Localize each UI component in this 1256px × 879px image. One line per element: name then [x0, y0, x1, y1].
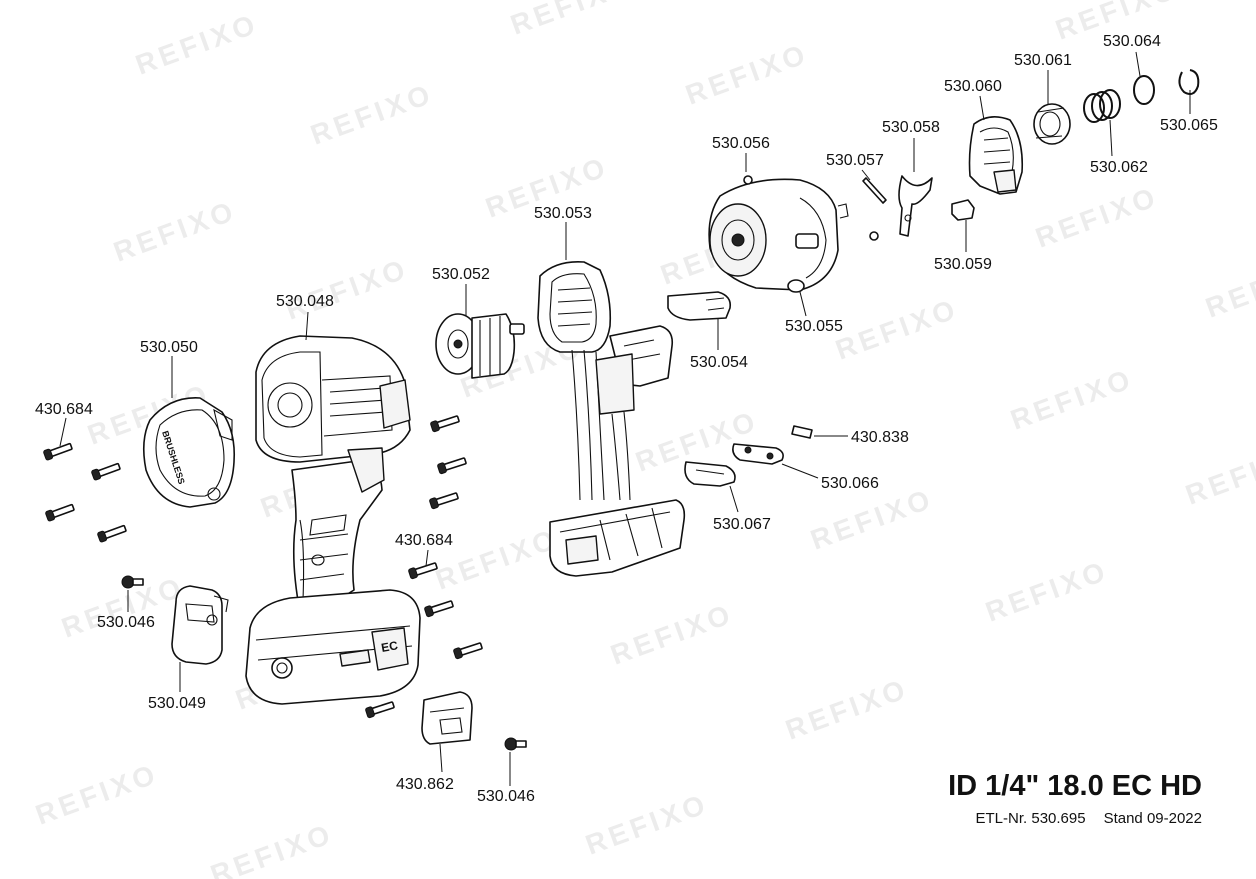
screw-group-right	[365, 415, 527, 751]
revision-date: Stand 09-2022	[1103, 810, 1202, 827]
watermark: REFIXO	[806, 483, 937, 556]
label-530-055: 530.055	[785, 318, 843, 335]
watermark: REFIXO	[1201, 251, 1256, 324]
label-530-057: 530.057	[826, 152, 884, 169]
part-labels: 430.684 530.050 530.046 530.049 530.048 …	[35, 33, 1218, 805]
part-430-862-clip	[421, 691, 473, 745]
label-530-053: 530.053	[534, 205, 592, 222]
label-530-061: 530.061	[1014, 52, 1072, 69]
label-530-066: 530.066	[821, 475, 879, 492]
watermark: REFIXO	[281, 253, 412, 326]
label-530-056: 530.056	[712, 135, 770, 152]
watermark: REFIXO	[831, 293, 962, 366]
ec-badge-text: EC	[380, 638, 399, 655]
part-430-838	[791, 425, 813, 439]
label-530-050: 530.050	[140, 339, 198, 356]
part-530-056-ball	[743, 175, 753, 185]
part-530-061-bearing	[1033, 103, 1071, 145]
watermark: REFIXO	[606, 598, 737, 671]
part-530-064-washer	[1133, 75, 1155, 105]
watermark: REFIXO	[681, 38, 812, 111]
etl-number: ETL-Nr. 530.695	[975, 810, 1086, 827]
label-530-048: 530.048	[276, 293, 334, 310]
label-530-046: 530.046	[477, 788, 535, 805]
part-530-055-gear-housing	[708, 178, 849, 293]
part-530-059-block	[951, 199, 975, 221]
label-430-684: 430.684	[35, 401, 93, 418]
label-530-049: 530.049	[148, 695, 206, 712]
watermark: REFIXO	[781, 673, 912, 746]
leader-lines	[59, 51, 1191, 786]
title-block: ID 1/4" 18.0 EC HD ETL-Nr. 530.695 Stand …	[948, 768, 1202, 827]
label-530-059: 530.059	[934, 256, 992, 273]
part-530-054-lever	[667, 291, 732, 321]
part-530-048-housing: EC	[245, 335, 421, 705]
watermark: REFIXO	[506, 0, 637, 41]
model-title: ID 1/4" 18.0 EC HD	[948, 770, 1202, 802]
watermark: REFIXO	[306, 78, 437, 151]
watermark: REFIXO	[131, 8, 262, 81]
label-530-062: 530.062	[1090, 159, 1148, 176]
part-530-052-rotor	[435, 313, 525, 379]
watermark: REFIXO	[581, 788, 712, 861]
part-530-053-stator-electronics	[537, 260, 686, 577]
part-530-065-circlip	[1178, 69, 1200, 95]
part-530-057-pin	[862, 177, 887, 241]
label-430-684: 430.684	[395, 532, 453, 549]
part-530-062-spring	[1083, 89, 1121, 123]
part-530-058-spring	[898, 175, 933, 237]
label-530-052: 530.052	[432, 266, 490, 283]
label-530-064: 530.064	[1103, 33, 1161, 50]
label-530-060: 530.060	[944, 78, 1002, 95]
label-530-046: 530.046	[97, 614, 155, 631]
part-530-050-cover: BRUSHLESS	[142, 397, 236, 508]
watermark: REFIXO	[109, 195, 240, 268]
label-430-862: 430.862	[396, 776, 454, 793]
label-530-067: 530.067	[713, 516, 771, 533]
watermark: REFIXO	[981, 555, 1112, 628]
screw-group-left	[43, 442, 144, 589]
watermark: REFIXO	[1006, 363, 1137, 436]
part-530-066-plate	[732, 443, 784, 465]
document-meta: ETL-Nr. 530.695 Stand 09-2022	[948, 810, 1202, 827]
label-530-065: 530.065	[1160, 117, 1218, 134]
label-530-054: 530.054	[690, 354, 748, 371]
watermark: REFIXO	[1181, 438, 1256, 511]
part-530-049-belt-clip	[171, 585, 229, 665]
label-530-058: 530.058	[882, 119, 940, 136]
part-530-067-plate	[684, 461, 736, 487]
watermark: REFIXO	[1031, 181, 1162, 254]
part-530-060-sleeve	[968, 116, 1024, 195]
watermark: REFIXO	[31, 758, 162, 831]
watermark: REFIXO	[206, 818, 337, 879]
label-430-838: 430.838	[851, 429, 909, 446]
